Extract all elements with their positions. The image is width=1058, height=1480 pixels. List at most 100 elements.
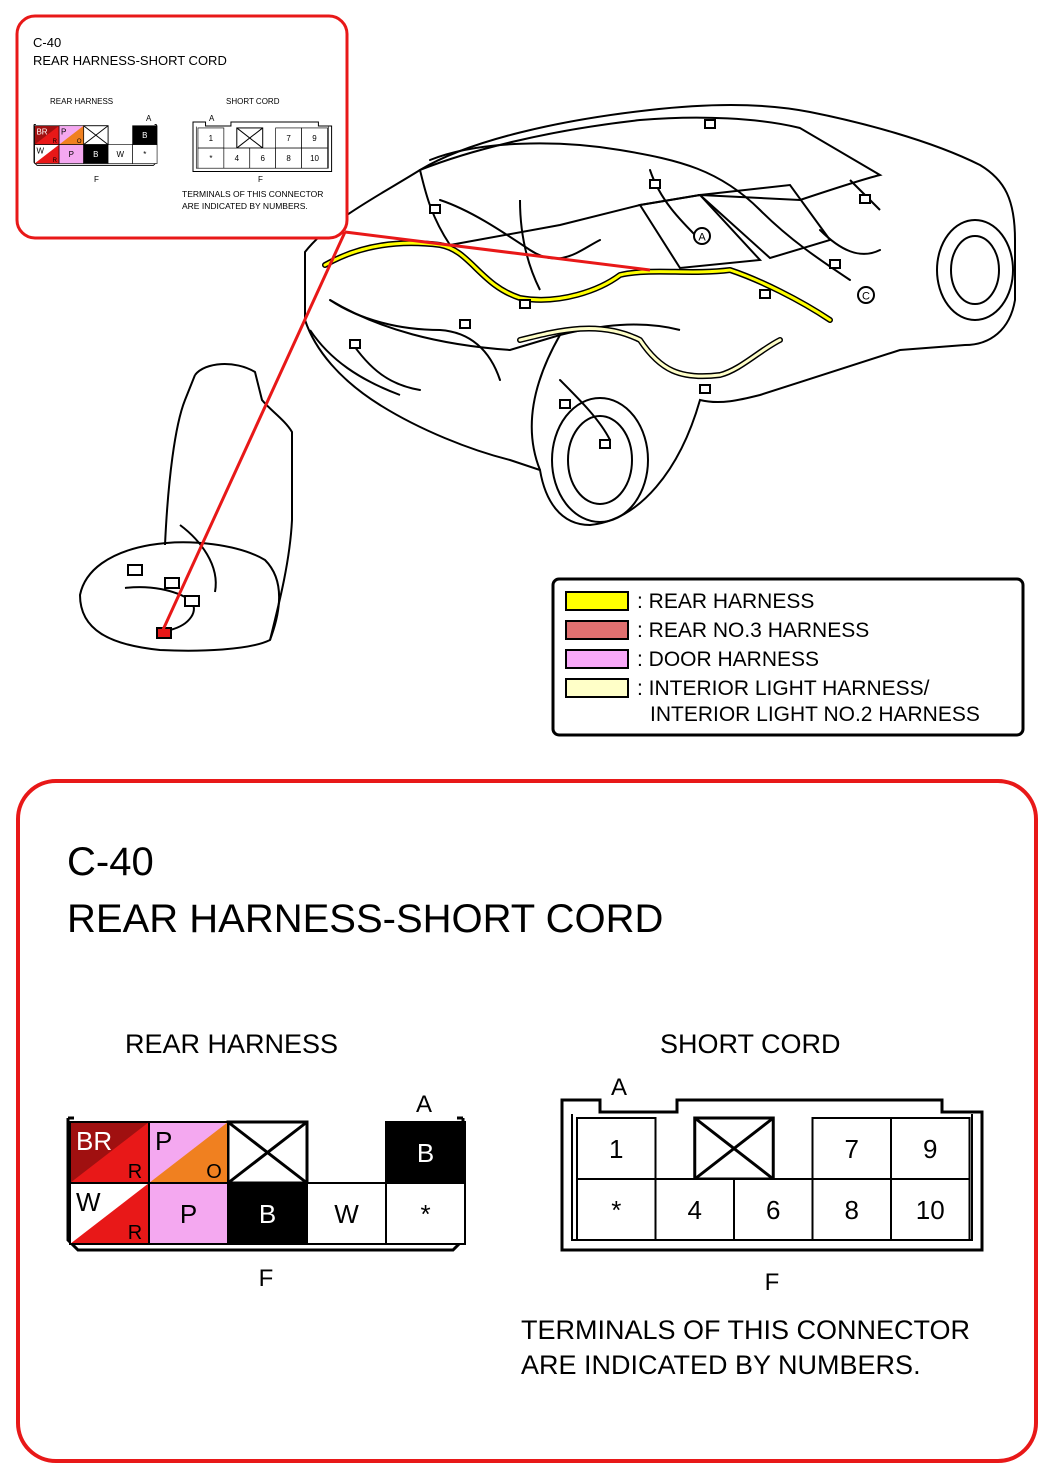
wire-color-label: B bbox=[417, 1138, 434, 1168]
terminal-number: 8 bbox=[845, 1195, 859, 1225]
terminal-cell bbox=[301, 147, 328, 169]
inset-note-line1: TERMINALS OF THIS CONNECTOR bbox=[182, 189, 323, 199]
wire-color-label: P bbox=[180, 1199, 197, 1229]
wire-color-label: * bbox=[420, 1199, 430, 1229]
rear-harness-a-label: A bbox=[416, 1091, 432, 1118]
wire-color-label: W bbox=[334, 1199, 359, 1229]
short-cord-title: SHORT CORD bbox=[660, 1029, 841, 1059]
legend-swatch-interior-light-harness bbox=[565, 678, 629, 698]
wire-color-label: B bbox=[93, 150, 98, 159]
terminal-number: 7 bbox=[286, 134, 291, 143]
terminal-number: * bbox=[209, 154, 212, 163]
terminal-cell bbox=[811, 1117, 892, 1180]
legend-label-interior-light-no2-harness: INTERIOR LIGHT NO.2 HARNESS bbox=[650, 703, 980, 726]
seat-illustration bbox=[78, 363, 293, 652]
terminal-number: * bbox=[611, 1195, 621, 1225]
wire-stripe-label: O bbox=[77, 139, 82, 145]
blank-cavity-cross bbox=[236, 127, 264, 149]
inset-connector-code: C-40 bbox=[33, 35, 61, 50]
legend-label-interior-light-harness: : INTERIOR LIGHT HARNESS/ bbox=[637, 677, 930, 700]
wire-cell-stripe bbox=[149, 1122, 228, 1183]
terminal-cell bbox=[890, 1117, 971, 1180]
terminal-number: 4 bbox=[235, 154, 240, 163]
inset-short-cord-title: SHORT CORD bbox=[226, 97, 280, 106]
legend-label-rear-no3-harness: : REAR NO.3 HARNESS bbox=[637, 619, 869, 642]
terminal-cell bbox=[811, 1178, 892, 1241]
blank-cavity-cross bbox=[227, 1120, 308, 1185]
terminal-number: 10 bbox=[310, 154, 319, 163]
wire-cell-stripe bbox=[34, 125, 60, 145]
inset-rear-a-label: A bbox=[146, 114, 152, 123]
wire-cell bbox=[385, 1182, 466, 1245]
wire-color-label: W bbox=[36, 146, 44, 155]
terminal-number: 6 bbox=[766, 1195, 780, 1225]
wire-cell bbox=[227, 1182, 308, 1245]
terminal-number: 9 bbox=[312, 134, 317, 143]
wire-color-label: W bbox=[76, 1187, 101, 1217]
terminal-cell bbox=[733, 1178, 814, 1241]
legend-swatch-rear-no3-harness bbox=[565, 620, 629, 640]
wire-cell-stripe bbox=[34, 144, 60, 164]
vehicle-illustration bbox=[304, 103, 1016, 527]
inset-box: C-40 REAR HARNESS-SHORT CORD REAR HARNES… bbox=[15, 14, 349, 240]
terminal-number: 6 bbox=[260, 154, 265, 163]
legend-label-door-harness: : DOOR HARNESS bbox=[637, 648, 819, 671]
legend-swatch-door-harness bbox=[565, 649, 629, 669]
wire-stripe-label: R bbox=[53, 139, 58, 145]
wire-color-label: * bbox=[143, 150, 146, 159]
wire-cell-stripe bbox=[70, 1183, 149, 1244]
connector-code: C-40 bbox=[67, 840, 154, 884]
wire-cell bbox=[385, 1121, 466, 1184]
terminal-note-line1: TERMINALS OF THIS CONNECTOR bbox=[521, 1315, 970, 1345]
legend-label-rear-harness: : REAR HARNESS bbox=[637, 590, 814, 613]
rear-harness-f-label: F bbox=[259, 1265, 274, 1292]
callout-markers: A C bbox=[693, 227, 875, 304]
inset-short-f-label: F bbox=[258, 175, 263, 184]
inset-note-line2: ARE INDICATED BY NUMBERS. bbox=[182, 201, 308, 211]
wire-stripe-label: O bbox=[206, 1161, 222, 1183]
blank-cavity-cross bbox=[83, 125, 109, 145]
callout-a-label: A bbox=[698, 232, 706, 244]
callout-lines bbox=[160, 230, 651, 633]
terminal-cell bbox=[890, 1178, 971, 1241]
callout-c-label: C bbox=[862, 291, 870, 303]
blank-cavity-cross bbox=[693, 1116, 775, 1181]
terminal-number: 8 bbox=[286, 154, 291, 163]
inset-short-connector: 1 7 9 * 4 6 8 10 bbox=[192, 121, 333, 172]
terminal-number: 1 bbox=[609, 1134, 623, 1164]
wire-color-label: B bbox=[142, 131, 147, 140]
wire-stripe-label: R bbox=[128, 1161, 142, 1183]
wire-stripe-label: R bbox=[128, 1222, 142, 1244]
terminal-number: 4 bbox=[688, 1195, 702, 1225]
connector-name: REAR HARNESS-SHORT CORD bbox=[67, 897, 663, 941]
terminal-number: 7 bbox=[845, 1134, 859, 1164]
inset-rear-harness-title: REAR HARNESS bbox=[50, 97, 113, 106]
inset-rear-f-label: F bbox=[94, 175, 99, 184]
wire-cell bbox=[132, 144, 158, 164]
rear-harness-title: REAR HARNESS bbox=[125, 1029, 338, 1059]
wire-cell-stripe bbox=[70, 1122, 149, 1183]
connector-detail-box: C-40 REAR HARNESS-SHORT CORD REAR HARNES… bbox=[16, 779, 1038, 1463]
small-connectors bbox=[349, 119, 871, 449]
wire-cell-stripe bbox=[59, 125, 84, 145]
terminal-number: 9 bbox=[923, 1134, 937, 1164]
terminal-number: 1 bbox=[209, 134, 214, 143]
wire-color-label: P bbox=[155, 1126, 172, 1156]
wire-color-label: P bbox=[69, 150, 74, 159]
wire-stripe-label: R bbox=[53, 158, 58, 164]
legend-swatch-rear-harness bbox=[565, 591, 629, 611]
wire-color-label: P bbox=[61, 127, 66, 136]
wire-color-label: W bbox=[117, 150, 125, 159]
wire-color-label: B bbox=[259, 1199, 276, 1229]
short-cord-f-label: F bbox=[765, 1269, 780, 1296]
inset-short-a-label: A bbox=[209, 114, 215, 123]
terminal-note-line2: ARE INDICATED BY NUMBERS. bbox=[521, 1350, 921, 1380]
wire-color-label: BR bbox=[36, 127, 47, 136]
wire-color-label: BR bbox=[76, 1126, 112, 1156]
short-cord-a-label: A bbox=[611, 1074, 627, 1101]
inset-connector-name: REAR HARNESS-SHORT CORD bbox=[33, 53, 227, 68]
harness-legend: : REAR HARNESS : REAR NO.3 HARNESS : DOO… bbox=[551, 577, 1025, 737]
